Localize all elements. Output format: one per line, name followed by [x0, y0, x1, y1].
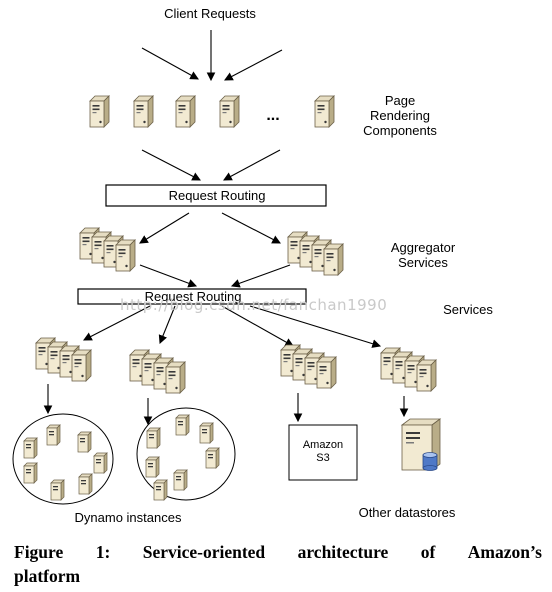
watermark: http://blog.csdn.net/fanchan1990: [120, 296, 388, 314]
routing-to-services-arrows: [83, 305, 382, 348]
caption-word: Amazon’s: [467, 542, 542, 562]
other-datastores-label: Other datastores: [358, 505, 456, 520]
request-routing-top-label: Request Routing: [168, 188, 266, 203]
figure-caption: Figure 1: Service-oriented architecture …: [14, 540, 542, 588]
client-request-arrows: [141, 30, 283, 82]
client-requests-label: Client Requests: [164, 6, 256, 21]
request-routing-box-mid: [77, 288, 307, 305]
dynamo-instances-label: Dynamo instances: [74, 510, 182, 525]
request-routing-mid-label: Request Routing: [144, 289, 242, 304]
amazon-s3-box: [288, 424, 358, 481]
request-routing-box-top: [105, 184, 327, 207]
rendering-to-routing-arrows: [141, 149, 281, 181]
caption-word: 1:: [95, 542, 111, 562]
amazon-s3-label: Amazon S3: [289, 439, 357, 465]
caption-word: of: [420, 542, 436, 562]
page-rendering-line2: Rendering: [370, 108, 430, 123]
page-rendering-line1: Page: [384, 93, 416, 108]
aggregator-services-label: Aggregator Services: [378, 240, 468, 270]
caption-word: architecture: [297, 542, 389, 562]
caption-word: Service-oriented: [142, 542, 266, 562]
database-cylinder-icon: [422, 452, 438, 471]
aggregator-line1: Aggregator: [390, 240, 456, 255]
caption-line-2: platform: [14, 566, 81, 586]
page-rendering-servers: [89, 95, 335, 128]
aggregator-line2: Services: [398, 255, 448, 270]
dynamo-ring-right: [136, 407, 236, 501]
aggregator-clusters: [80, 228, 343, 275]
services-to-datastores-arrows: [43, 384, 409, 426]
amazon-s3-line2: S3: [316, 452, 330, 464]
datastore-server: [400, 418, 442, 471]
caption-line-1: Figure 1: Service-oriented architecture …: [14, 540, 542, 564]
dynamo-ring-left: [12, 413, 114, 505]
service-clusters: [36, 338, 436, 393]
aggregator-to-routing-arrows: [139, 264, 291, 288]
ellipsis-label: ...: [266, 107, 280, 124]
routing-to-aggregator-arrows: [139, 212, 281, 244]
page-rendering-label: Page Rendering Components: [348, 93, 452, 138]
caption-word: Figure: [14, 542, 64, 562]
page-rendering-line3: Components: [363, 123, 437, 138]
services-label: Services: [443, 302, 493, 317]
amazon-s3-line1: Amazon: [302, 439, 344, 451]
